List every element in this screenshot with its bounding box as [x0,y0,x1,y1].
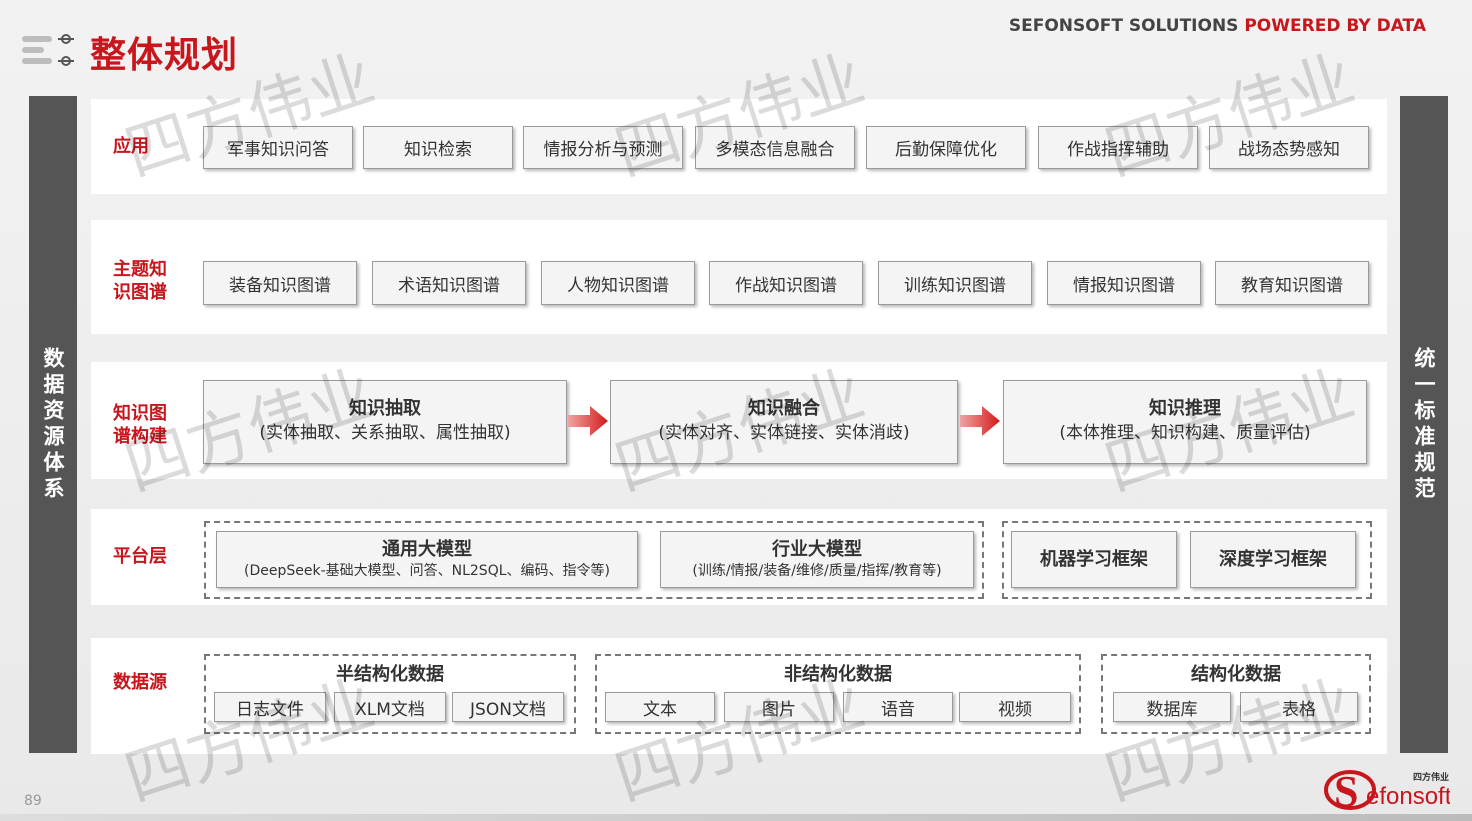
data-source-layer: 数据源 半结构化数据 日志文件 XLM文档 JSON文档 非结构化数据 文本 图… [91,638,1387,754]
step-title: 知识推理 [1149,398,1221,419]
logo-cn-text: 四方伟业 [1413,773,1450,783]
data-item: 视频 [959,692,1071,722]
right-side-label: 统一标准规范 [1412,346,1436,503]
step-subtitle: (实体对齐、实体链接、实体消歧) [658,423,910,443]
sefonsoft-logo-icon: S efonsoft [1324,767,1450,814]
kg-item: 作战知识图谱 [709,261,863,305]
data-source-label: 数据源 [113,672,167,693]
brand-prefix: SEFONSOFT SOLUTIONS [1008,16,1245,36]
dl-framework-box: 深度学习框架 [1190,531,1356,588]
kg-build-layer: 知识图谱构建 知识抽取 (实体抽取、关系抽取、属性抽取) 知识融合 (实体对齐、… [91,362,1387,479]
data-item: 数据库 [1113,692,1231,722]
app-item: 知识检索 [363,126,513,169]
app-item: 情报分析与预测 [523,126,683,169]
step-subtitle: (本体推理、知识构建、质量评估) [1059,423,1311,443]
app-item: 军事知识问答 [203,126,353,169]
general-llm-title: 通用大模型 [382,538,472,560]
kg-step: 知识抽取 (实体抽取、关系抽取、属性抽取) [203,380,567,464]
structured-title: 结构化数据 [1191,664,1281,685]
page-title: 整体规划 [90,35,239,76]
left-side-bar: 数据资源体系 [29,96,77,753]
kg-step: 知识融合 (实体对齐、实体链接、实体消歧) [610,380,958,464]
platform-layer: 平台层 通用大模型 (DeepSeek-基础大模型、问答、NL2SQL、编码、指… [91,509,1387,605]
left-side-label: 数据资源体系 [41,346,65,503]
data-item: XLM文档 [334,692,446,722]
arrow-right-icon [960,406,1000,436]
industry-llm-title: 行业大模型 [772,538,862,560]
logo-letter: S [1334,767,1358,814]
kg-item: 情报知识图谱 [1047,261,1201,305]
topic-kg-label: 主题知识图谱 [113,259,167,303]
semi-structured-title: 半结构化数据 [336,664,444,685]
kg-step: 知识推理 (本体推理、知识构建、质量评估) [1003,380,1367,464]
ml-framework-box: 机器学习框架 [1011,531,1177,588]
framework-group [1002,521,1372,599]
kg-item: 人物知识图谱 [541,261,695,305]
llm-group [204,521,984,599]
app-item: 后勤保障优化 [866,126,1026,169]
step-title: 知识抽取 [349,398,421,419]
app-item: 多模态信息融合 [695,126,855,169]
brand-slogan: SEFONSOFT SOLUTIONS POWERED BY DATA [1009,16,1426,36]
data-item: 文本 [605,692,715,722]
kg-item: 训练知识图谱 [878,261,1032,305]
semi-structured-group [204,654,576,734]
step-subtitle: (实体抽取、关系抽取、属性抽取) [259,423,511,443]
app-item: 战场态势感知 [1209,126,1369,169]
data-item: 图片 [724,692,834,722]
data-item: JSON文档 [452,692,564,722]
structured-group [1101,654,1371,734]
general-llm-box: 通用大模型 (DeepSeek-基础大模型、问答、NL2SQL、编码、指令等) [216,531,638,588]
data-item: 语音 [843,692,953,722]
unstructured-group [595,654,1081,734]
slide-title-icon [22,34,74,66]
kg-item: 术语知识图谱 [372,261,526,305]
platform-label: 平台层 [113,546,167,567]
logo-wordmark: efonsoft [1366,783,1450,810]
page-number: 89 [24,793,42,809]
bottom-divider [0,814,1472,821]
kg-build-label: 知识图谱构建 [113,403,167,447]
data-item: 表格 [1240,692,1358,722]
industry-llm-subtitle: (训练/情报/装备/维修/质量/指挥/教育等) [692,562,942,579]
kg-item: 装备知识图谱 [203,261,357,305]
kg-item: 教育知识图谱 [1215,261,1369,305]
application-layer: 应用 军事知识问答 知识检索 情报分析与预测 多模态信息融合 后勤保障优化 作战… [91,99,1387,194]
application-label: 应用 [113,136,149,157]
industry-llm-box: 行业大模型 (训练/情报/装备/维修/质量/指挥/教育等) [660,531,974,588]
data-item: 日志文件 [214,692,326,722]
general-llm-subtitle: (DeepSeek-基础大模型、问答、NL2SQL、编码、指令等) [244,562,610,579]
step-title: 知识融合 [748,398,820,419]
right-side-bar: 统一标准规范 [1400,96,1448,753]
unstructured-title: 非结构化数据 [784,664,892,685]
app-item: 作战指挥辅助 [1038,126,1198,169]
arrow-right-icon [568,406,608,436]
brand-suffix: POWERED BY DATA [1244,16,1426,36]
topic-kg-layer: 主题知识图谱 装备知识图谱 术语知识图谱 人物知识图谱 作战知识图谱 训练知识图… [91,220,1387,334]
